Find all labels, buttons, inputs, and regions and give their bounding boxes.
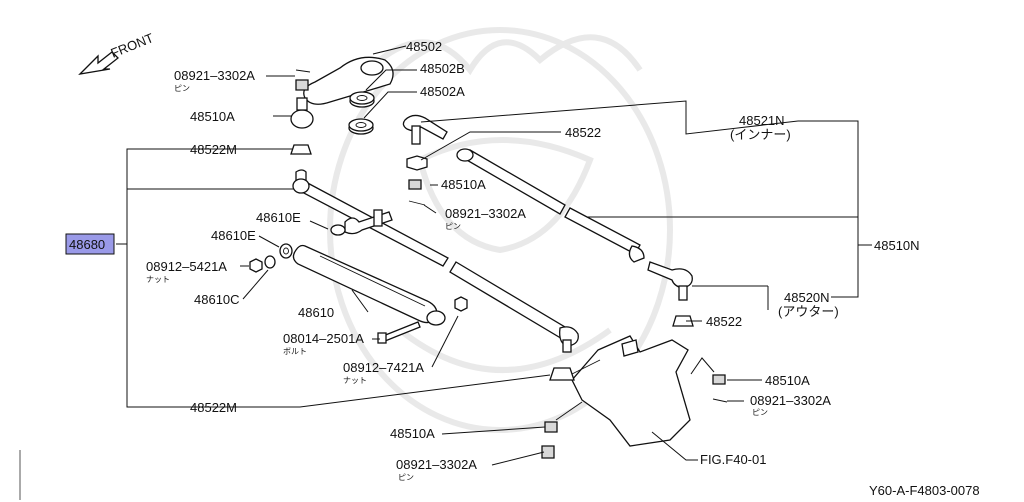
bush-48610E-2: [279, 243, 293, 259]
label-nut-2: ナット: [343, 376, 367, 385]
label-08912-7421A: 08912–7421A: [343, 360, 424, 375]
label-48610C: 48610C: [194, 292, 240, 307]
label-pin-right: ピン: [752, 408, 768, 417]
label-48502A: 48502A: [420, 84, 465, 99]
label-pin-top: ピン: [174, 84, 190, 93]
label-48521N: 48521N: [739, 113, 785, 128]
label-pin-bottom: ピン: [398, 473, 414, 482]
label-48510A-mid: 48510A: [441, 177, 486, 192]
group-bracket-48510N: [571, 120, 872, 298]
nut-48522-right: [672, 315, 694, 327]
label-48522-right: 48522: [706, 314, 742, 329]
outer-tie-rod-end: [647, 261, 693, 301]
nut-48510A-bottom: [544, 421, 558, 433]
label-48522M-top: 48522M: [190, 142, 237, 157]
label-08912-5421A: 08912–5421A: [146, 259, 227, 274]
label-48510A-top: 48510A: [190, 109, 235, 124]
label-48680: 48680: [69, 237, 105, 252]
pin-mid: [408, 200, 426, 206]
label-48610E-1: 48610E: [256, 210, 301, 225]
washer-48502A: [348, 118, 374, 135]
label-fig-reference: FIG.F40-01: [700, 452, 766, 467]
label-inner: (インナー): [730, 127, 791, 142]
castle-nut-top: [295, 69, 311, 91]
label-08921-right: 08921–3302A: [750, 393, 831, 408]
boot-48522M-top: [290, 144, 312, 155]
nut-08912-7421A: [454, 296, 468, 312]
nut-08912-5421A: [249, 258, 263, 273]
front-direction-arrow: FRONT: [78, 30, 156, 75]
label-outer: (アウター): [778, 304, 839, 319]
highlight-48680: [65, 233, 115, 255]
drawing-code: Y60-A-F4803-0078: [869, 483, 980, 498]
label-48502B: 48502B: [420, 61, 465, 76]
label-pin-mid: ピン: [445, 222, 461, 231]
label-08921-bottom: 08921–3302A: [396, 457, 477, 472]
bolt-08014: [377, 321, 421, 344]
label-nut-1: ナット: [146, 275, 170, 284]
label-48520N: 48520N: [784, 290, 830, 305]
washer-48502B: [349, 91, 375, 108]
group-bracket-48680: [116, 148, 301, 408]
steering-damper: [292, 209, 446, 326]
label-bolt: ボルト: [283, 347, 307, 356]
label-48522M-bottom: 48522M: [190, 400, 237, 415]
inner-tie-rod: [402, 114, 645, 263]
pin-right: [712, 398, 728, 403]
label-48510A-bottom: 48510A: [390, 426, 435, 441]
label-48610E-2: 48610E: [211, 228, 256, 243]
leader-lines: [240, 45, 799, 466]
label-08014: 08014–2501A: [283, 331, 364, 346]
label-48510N: 48510N: [874, 238, 920, 253]
nut-48510A-mid: [408, 179, 422, 190]
castle-nut-bottom: [541, 445, 555, 459]
pitman-arm: [290, 56, 394, 129]
nut-48510A-right: [712, 374, 726, 385]
washer-48610C: [264, 255, 276, 269]
label-08921-top: 08921–3302A: [174, 68, 255, 83]
bush-48610E-1: [330, 224, 346, 236]
label-48502: 48502: [406, 39, 442, 54]
label-48510A-right: 48510A: [765, 373, 810, 388]
part-labels: 48502 08921–3302A ピン 48502B 48510A 48502…: [69, 39, 980, 498]
label-48610: 48610: [298, 305, 334, 320]
boot-48522M-bottom: [549, 367, 575, 381]
front-label: FRONT: [109, 30, 156, 61]
label-48522-top: 48522: [565, 125, 601, 140]
label-08921-mid: 08921–3302A: [445, 206, 526, 221]
